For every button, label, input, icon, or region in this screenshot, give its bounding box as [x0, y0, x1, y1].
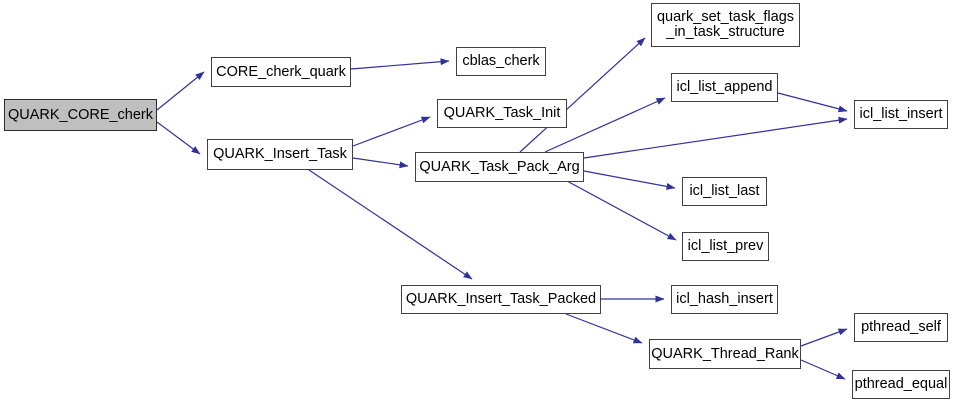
node-label-quark_core_cherk: QUARK_CORE_cherk: [7, 106, 154, 123]
node-label-core_cherk_quark: CORE_cherk_quark: [216, 63, 346, 80]
node-icl_list_insert[interactable]: icl_list_insert: [854, 100, 948, 129]
edge-quark_core_cherk-to-core_cherk_quark: [156, 71, 205, 111]
node-label-icl_list_prev: icl_list_prev: [687, 238, 764, 254]
node-quark_insert_task[interactable]: QUARK_Insert_Task: [207, 139, 353, 170]
edge-quark_task_pack_arg-to-icl_list_prev: [566, 180, 677, 241]
node-label-pthread_equal: pthread_equal: [854, 376, 948, 392]
node-icl_hash_insert[interactable]: icl_hash_insert: [671, 285, 778, 314]
node-label-quark_insert_task_packed: QUARK_Insert_Task_Packed: [405, 291, 597, 307]
node-label-quark_set_task_flags: quark_set_task_flags _in_task_structure: [656, 9, 795, 40]
node-label-quark_task_pack_arg: QUARK_Task_Pack_Arg: [419, 158, 580, 175]
node-pthread_self[interactable]: pthread_self: [854, 313, 948, 342]
edge-quark_insert_task-to-quark_task_pack_arg: [352, 157, 409, 169]
node-label-icl_list_insert: icl_list_insert: [859, 106, 943, 122]
node-icl_list_append[interactable]: icl_list_append: [671, 73, 778, 102]
node-label-quark_insert_task: QUARK_Insert_Task: [213, 146, 347, 162]
node-label-icl_list_append: icl_list_append: [676, 79, 773, 95]
node-icl_list_prev[interactable]: icl_list_prev: [682, 232, 769, 261]
node-quark_thread_rank[interactable]: QUARK_Thread_Rank: [649, 339, 801, 369]
node-cblas_cherk[interactable]: cblas_cherk: [456, 47, 546, 76]
edge-quark_thread_rank-to-pthread_self: [800, 328, 848, 347]
node-label-pthread_self: pthread_self: [861, 319, 941, 335]
node-quark_task_init[interactable]: QUARK_Task_Init: [437, 99, 567, 128]
node-pthread_equal[interactable]: pthread_equal: [852, 370, 950, 399]
node-icl_list_last[interactable]: icl_list_last: [682, 177, 767, 206]
edge-quark_task_pack_arg-to-icl_list_append: [544, 97, 666, 153]
node-quark_insert_task_packed[interactable]: QUARK_Insert_Task_Packed: [401, 285, 601, 314]
node-core_cherk_quark[interactable]: CORE_cherk_quark: [211, 57, 351, 87]
node-quark_core_cherk[interactable]: QUARK_CORE_cherk: [4, 99, 157, 131]
node-quark_set_task_flags[interactable]: quark_set_task_flags _in_task_structure: [651, 3, 800, 47]
edge-quark_task_pack_arg-to-icl_list_insert: [583, 116, 848, 159]
node-label-cblas_cherk: cblas_cherk: [462, 53, 540, 69]
edge-quark_thread_rank-to-pthread_equal: [800, 359, 846, 380]
edge-core_cherk_quark-to-cblas_cherk: [350, 58, 450, 70]
edge-quark_insert_task_packed-to-quark_thread_rank: [565, 313, 643, 344]
edge-quark_core_cherk-to-quark_insert_task: [156, 121, 201, 155]
node-quark_task_pack_arg[interactable]: QUARK_Task_Pack_Arg: [415, 152, 584, 182]
edge-quark_insert_task-to-quark_insert_task_packed: [308, 169, 473, 280]
edge-icl_list_append-to-icl_list_insert: [777, 92, 848, 113]
node-label-icl_hash_insert: icl_hash_insert: [676, 291, 773, 307]
edge-quark_task_pack_arg-to-quark_set_task_flags: [519, 37, 646, 153]
edge-quark_insert_task-to-quark_task_init: [352, 116, 431, 147]
node-label-icl_list_last: icl_list_last: [689, 183, 760, 199]
edge-quark_task_pack_arg-to-icl_list_last: [583, 170, 676, 190]
node-label-quark_thread_rank: QUARK_Thread_Rank: [651, 345, 799, 362]
node-label-quark_task_init: QUARK_Task_Init: [443, 105, 561, 121]
